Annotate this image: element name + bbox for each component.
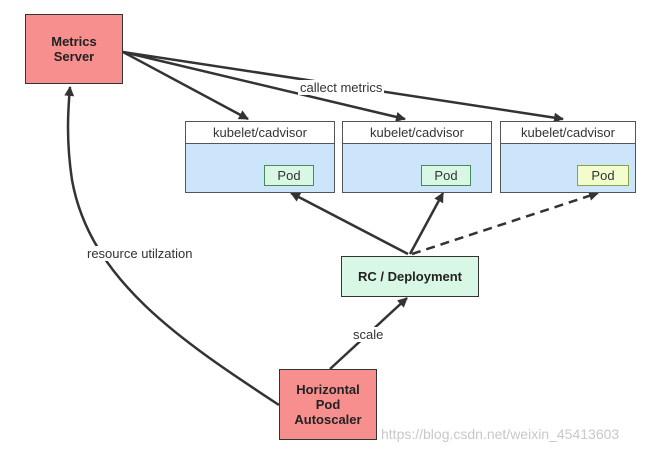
watermark: https://blog.csdn.net/weixin_45413603: [381, 426, 620, 442]
rc-deployment-box: RC / Deployment: [341, 256, 479, 297]
edge-rc-to-pod2: [408, 192, 445, 255]
node-1: kubelet/cadvisor Pod: [185, 121, 335, 193]
node-2-title: kubelet/cadvisor: [343, 122, 491, 144]
node-3-title: kubelet/cadvisor: [501, 122, 635, 144]
edge-metrics-to-node2: [122, 50, 406, 122]
node-1-title: kubelet/cadvisor: [186, 122, 334, 144]
metrics-server-label: Metrics Server: [51, 34, 97, 64]
pod-3-pending: Pod: [577, 165, 629, 186]
node-2: kubelet/cadvisor Pod: [342, 121, 492, 193]
metrics-server-box: Metrics Server: [25, 14, 123, 84]
rc-deployment-label: RC / Deployment: [357, 269, 462, 284]
collect-metrics-label: callect metrics: [298, 80, 385, 95]
edge-hpa-to-metrics: [64, 86, 280, 407]
edge-rc-to-pod3-pending: [411, 191, 599, 256]
edge-metrics-to-node1: [122, 50, 249, 121]
hpa-label: Horizontal Pod Autoscaler: [294, 382, 362, 427]
resource-utilization-label: resource utilzation: [85, 246, 195, 261]
pod-1: Pod: [264, 165, 314, 186]
pod-2: Pod: [421, 165, 471, 186]
node-3: kubelet/cadvisor Pod: [500, 121, 636, 193]
scale-label: scale: [351, 327, 386, 342]
hpa-box: Horizontal Pod Autoscaler: [279, 369, 377, 440]
edge-rc-to-pod1: [290, 191, 409, 256]
